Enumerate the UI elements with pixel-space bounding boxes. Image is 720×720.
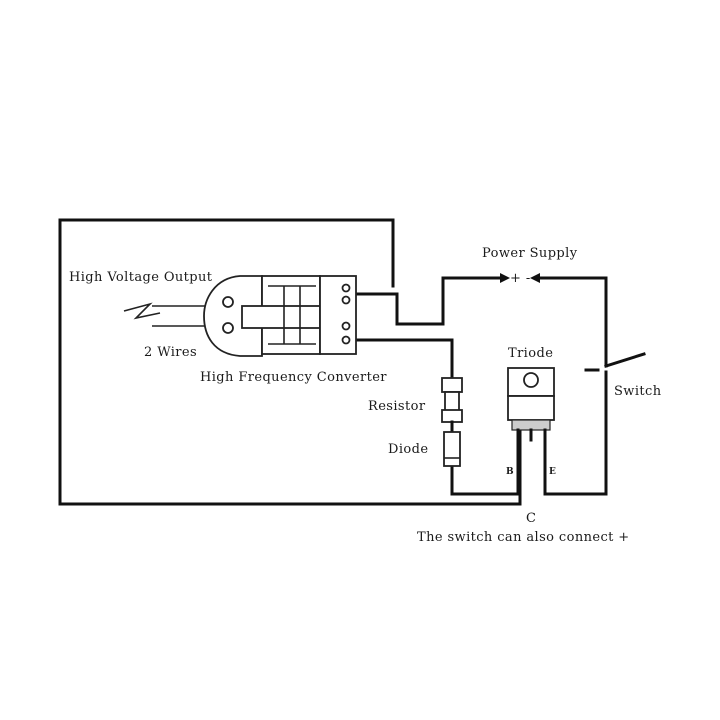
switch-symbol: [584, 352, 646, 382]
power-supply-symbol: [500, 273, 540, 283]
high-frequency-converter: [203, 275, 357, 357]
label-pin-c: C: [526, 511, 536, 526]
label-diode: Diode: [388, 442, 428, 457]
wire-main-loop: [58, 218, 522, 506]
label-triode: Triode: [508, 346, 553, 361]
label-power-supply: Power Supply: [482, 246, 578, 261]
label-pin-e: E: [549, 467, 556, 477]
wire-to-resistor: [354, 338, 454, 380]
wire-to-power-supply: [354, 276, 502, 326]
label-high-frequency-converter: High Frequency Converter: [200, 370, 387, 385]
label-pin-b: B: [506, 467, 514, 477]
wire-power-to-switch: [538, 276, 608, 368]
diode-symbol: [443, 420, 461, 467]
label-resistor: Resistor: [368, 399, 426, 414]
spark-icon: [123, 302, 161, 320]
label-power-polarity: + -: [510, 271, 531, 286]
wire-diode-to-base: [450, 428, 520, 496]
label-two-wires: 2 Wires: [144, 345, 197, 360]
label-note: The switch can also connect +: [417, 530, 630, 545]
wire-switch-to-emitter: [543, 378, 608, 496]
resistor-symbol: [441, 377, 463, 423]
label-high-voltage-output: High Voltage Output: [69, 270, 213, 285]
label-switch: Switch: [614, 384, 662, 399]
triode-symbol: [507, 367, 555, 442]
